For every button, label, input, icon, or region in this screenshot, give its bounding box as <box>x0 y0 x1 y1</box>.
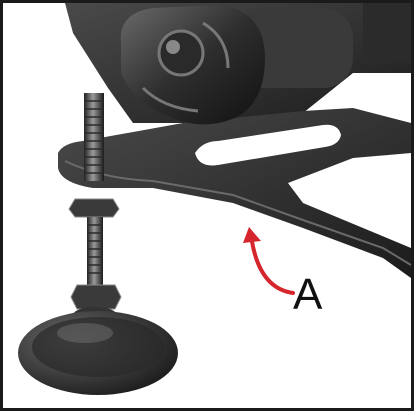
locking-knob-icon <box>120 5 353 125</box>
product-photo <box>18 3 411 395</box>
callout-label: A <box>293 270 323 319</box>
leveling-foot <box>18 93 178 395</box>
callout-arrow-icon <box>243 227 295 295</box>
bracket-base-plate <box>58 108 411 278</box>
